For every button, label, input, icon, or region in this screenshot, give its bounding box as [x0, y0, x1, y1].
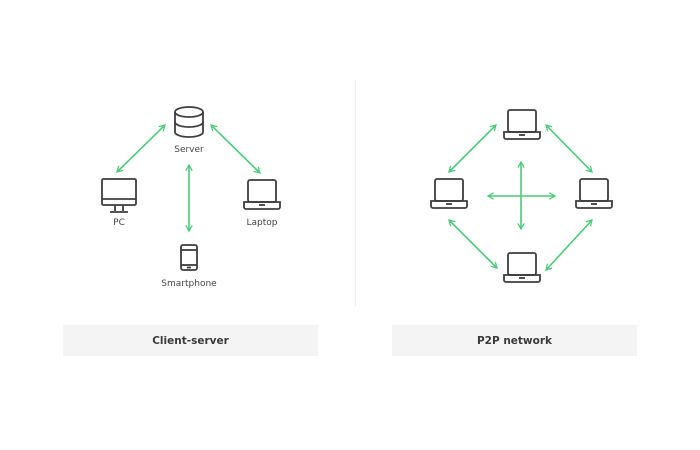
laptop-icon — [503, 252, 541, 283]
arrow-server-pc — [116, 124, 166, 173]
arrow-top-right — [545, 124, 593, 173]
arrow-server-laptop — [210, 124, 261, 174]
client-server-caption: Client-server — [63, 325, 318, 356]
arrow-bottom-left — [448, 219, 498, 269]
smartphone-label: Smartphone — [161, 279, 217, 289]
arrow-top-left — [448, 124, 497, 173]
server-label: Server — [174, 145, 204, 155]
client-server-links — [116, 124, 261, 233]
pc-label: PC — [113, 218, 125, 228]
smartphone-icon — [180, 244, 198, 271]
p2p-links — [448, 124, 593, 271]
database-icon — [174, 106, 204, 138]
laptop-icon — [243, 179, 281, 210]
laptop-icon — [503, 109, 541, 140]
arrow-bottom-right — [545, 219, 593, 271]
laptop-icon — [575, 178, 613, 209]
monitor-icon — [101, 178, 137, 213]
laptop-icon — [430, 178, 468, 209]
laptop-label: Laptop — [247, 218, 278, 228]
p2p-caption: P2P network — [392, 325, 637, 356]
section-divider — [355, 80, 356, 306]
